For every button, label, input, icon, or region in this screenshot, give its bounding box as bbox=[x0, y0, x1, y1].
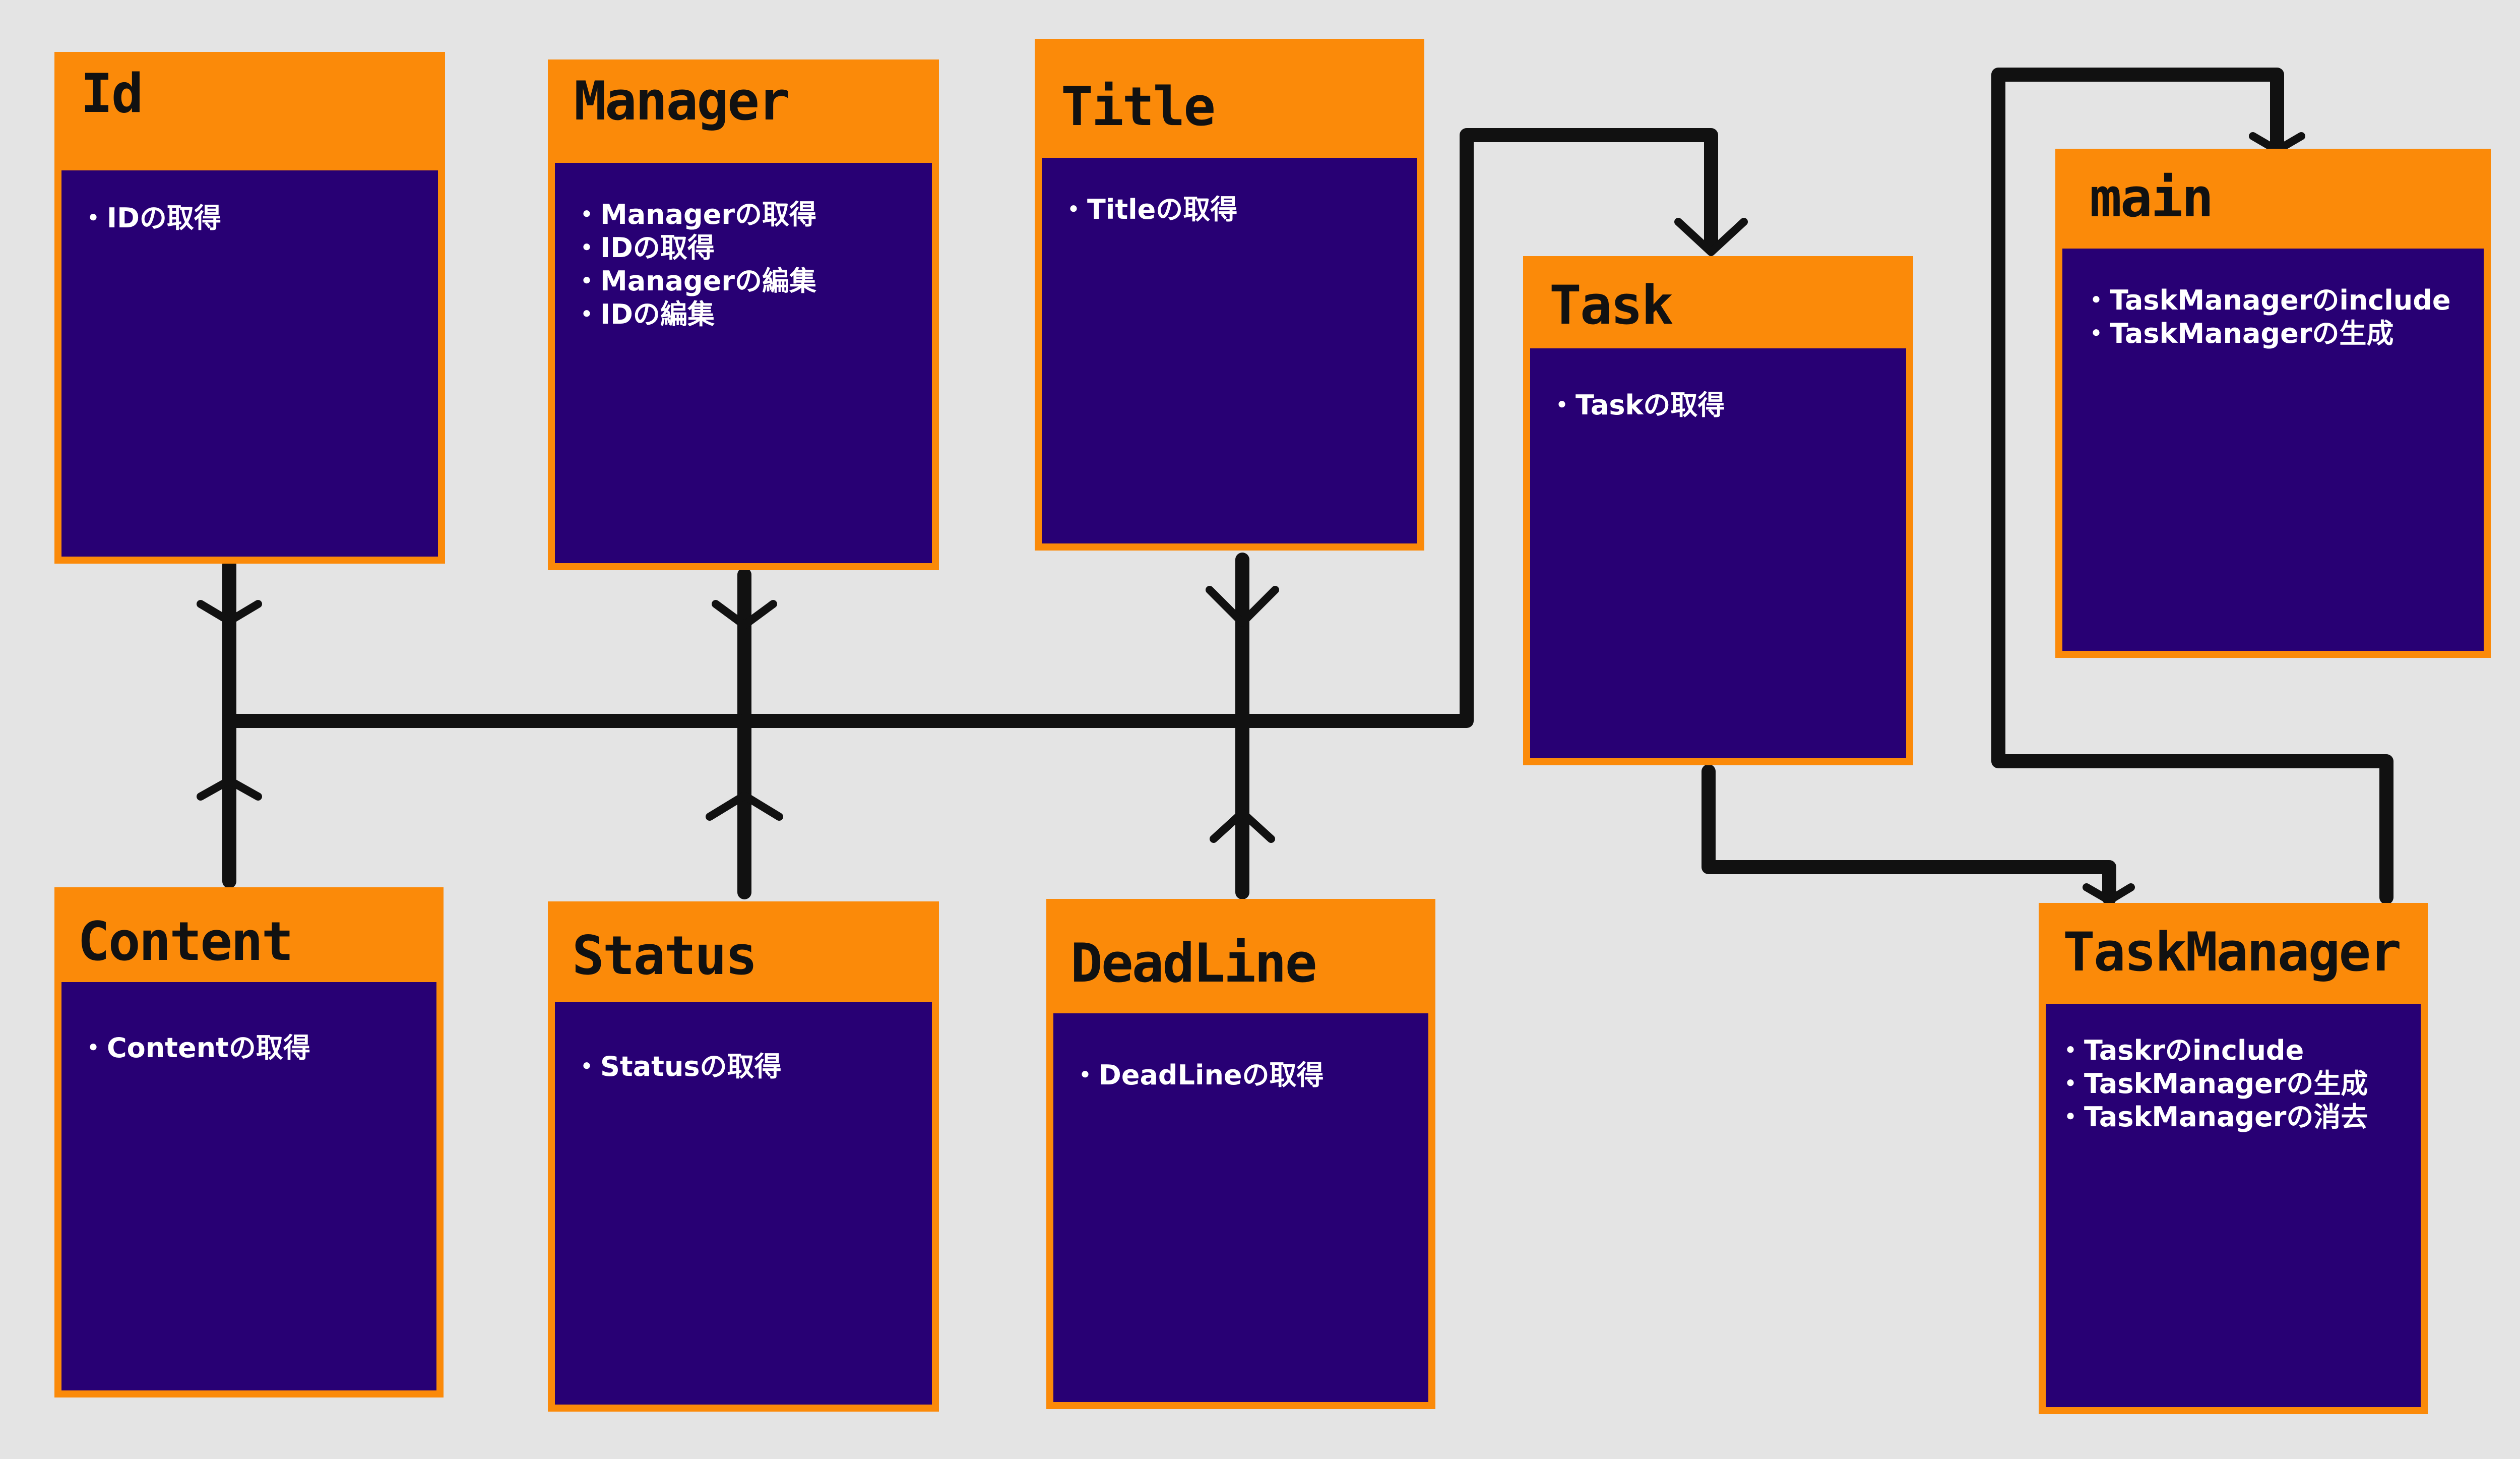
method-list: Taskの取得 bbox=[1548, 389, 1725, 422]
crowfoot-deadline bbox=[1210, 809, 1275, 843]
class-box-status: Status Statusの取得 bbox=[548, 901, 939, 1412]
class-box-title: DeadLine bbox=[1070, 932, 1317, 994]
method-list: DeadLineの取得 bbox=[1072, 1059, 1324, 1092]
class-box-body: Taskrのinclude TaskManagerの生成 TaskManager… bbox=[2046, 1004, 2421, 1407]
method-item: IDの編集 bbox=[573, 298, 816, 331]
method-item: Statusの取得 bbox=[573, 1050, 782, 1083]
line-taskmanager-to-main bbox=[1991, 68, 2393, 904]
method-item: DeadLineの取得 bbox=[1072, 1059, 1324, 1092]
arrowhead-task bbox=[1674, 218, 1748, 256]
method-item: Titleの取得 bbox=[1060, 193, 1237, 226]
class-box-content: Content Contentの取得 bbox=[54, 887, 444, 1397]
method-item: Contentの取得 bbox=[80, 1031, 310, 1065]
method-item: TaskManagerの生成 bbox=[2083, 317, 2451, 350]
class-box-body: IDの取得 bbox=[61, 170, 438, 557]
crowfoot-id bbox=[197, 600, 262, 625]
class-box-title: main bbox=[2090, 167, 2214, 229]
class-box-main: main TaskManagerのinclude TaskManagerの生成 bbox=[2055, 149, 2491, 658]
class-box-task: Task Taskの取得 bbox=[1523, 256, 1913, 765]
class-box-title: Id bbox=[81, 63, 144, 125]
class-box-body: Statusの取得 bbox=[555, 1002, 932, 1405]
class-box-title: Task bbox=[1549, 274, 1673, 336]
arrowhead-taskmanager bbox=[2083, 883, 2135, 904]
method-item: IDの取得 bbox=[573, 231, 816, 265]
crowfoot-status bbox=[706, 792, 783, 821]
method-list: Taskrのinclude TaskManagerの生成 TaskManager… bbox=[2057, 1034, 2368, 1134]
class-box-body: Taskの取得 bbox=[1530, 348, 1906, 758]
crowfoot-manager bbox=[712, 600, 777, 629]
class-box-body: Titleの取得 bbox=[1042, 158, 1417, 543]
method-item: IDの取得 bbox=[80, 202, 221, 235]
class-box-title: Content bbox=[78, 910, 294, 972]
method-list: Managerの取得 IDの取得 Managerの編集 IDの編集 bbox=[573, 198, 816, 331]
crowfoot-content bbox=[197, 776, 262, 801]
class-box-deadline: DeadLine DeadLineの取得 bbox=[1046, 899, 1435, 1409]
class-box-title: Status bbox=[572, 925, 758, 987]
class-box-manager: Manager Managerの取得 IDの取得 Managerの編集 IDの編… bbox=[548, 59, 939, 570]
line-task-to-taskmanager bbox=[1702, 764, 2116, 905]
method-list: TaskManagerのinclude TaskManagerの生成 bbox=[2083, 284, 2451, 350]
method-item: TaskManagerのinclude bbox=[2083, 284, 2451, 317]
class-box-title: Title bbox=[1061, 76, 1216, 138]
method-item: TaskManagerの消去 bbox=[2057, 1101, 2368, 1134]
class-box-taskmanager: TaskManager Taskrのinclude TaskManagerの生成… bbox=[2039, 903, 2428, 1414]
class-box-body: Managerの取得 IDの取得 Managerの編集 IDの編集 bbox=[555, 163, 932, 563]
method-list: Statusの取得 bbox=[573, 1050, 782, 1083]
class-box-id: Id IDの取得 bbox=[54, 52, 445, 564]
method-item: Managerの取得 bbox=[573, 198, 816, 231]
class-box-body: Contentの取得 bbox=[61, 982, 436, 1390]
method-item: Managerの編集 bbox=[573, 265, 816, 298]
class-box-title: Manager bbox=[574, 70, 790, 132]
method-item: Taskの取得 bbox=[1548, 389, 1725, 422]
class-box-title-class: Title Titleの取得 bbox=[1035, 39, 1424, 551]
crowfoot-title bbox=[1206, 586, 1279, 627]
class-box-body: DeadLineの取得 bbox=[1053, 1013, 1428, 1402]
method-item: Taskrのinclude bbox=[2057, 1034, 2368, 1067]
method-list: IDの取得 bbox=[80, 202, 221, 235]
bus-to-task bbox=[222, 128, 1718, 728]
class-box-body: TaskManagerのinclude TaskManagerの生成 bbox=[2062, 249, 2484, 651]
class-box-title: TaskManager bbox=[2063, 921, 2402, 983]
method-item: TaskManagerの生成 bbox=[2057, 1067, 2368, 1101]
method-list: Titleの取得 bbox=[1060, 193, 1237, 226]
method-list: Contentの取得 bbox=[80, 1031, 310, 1065]
